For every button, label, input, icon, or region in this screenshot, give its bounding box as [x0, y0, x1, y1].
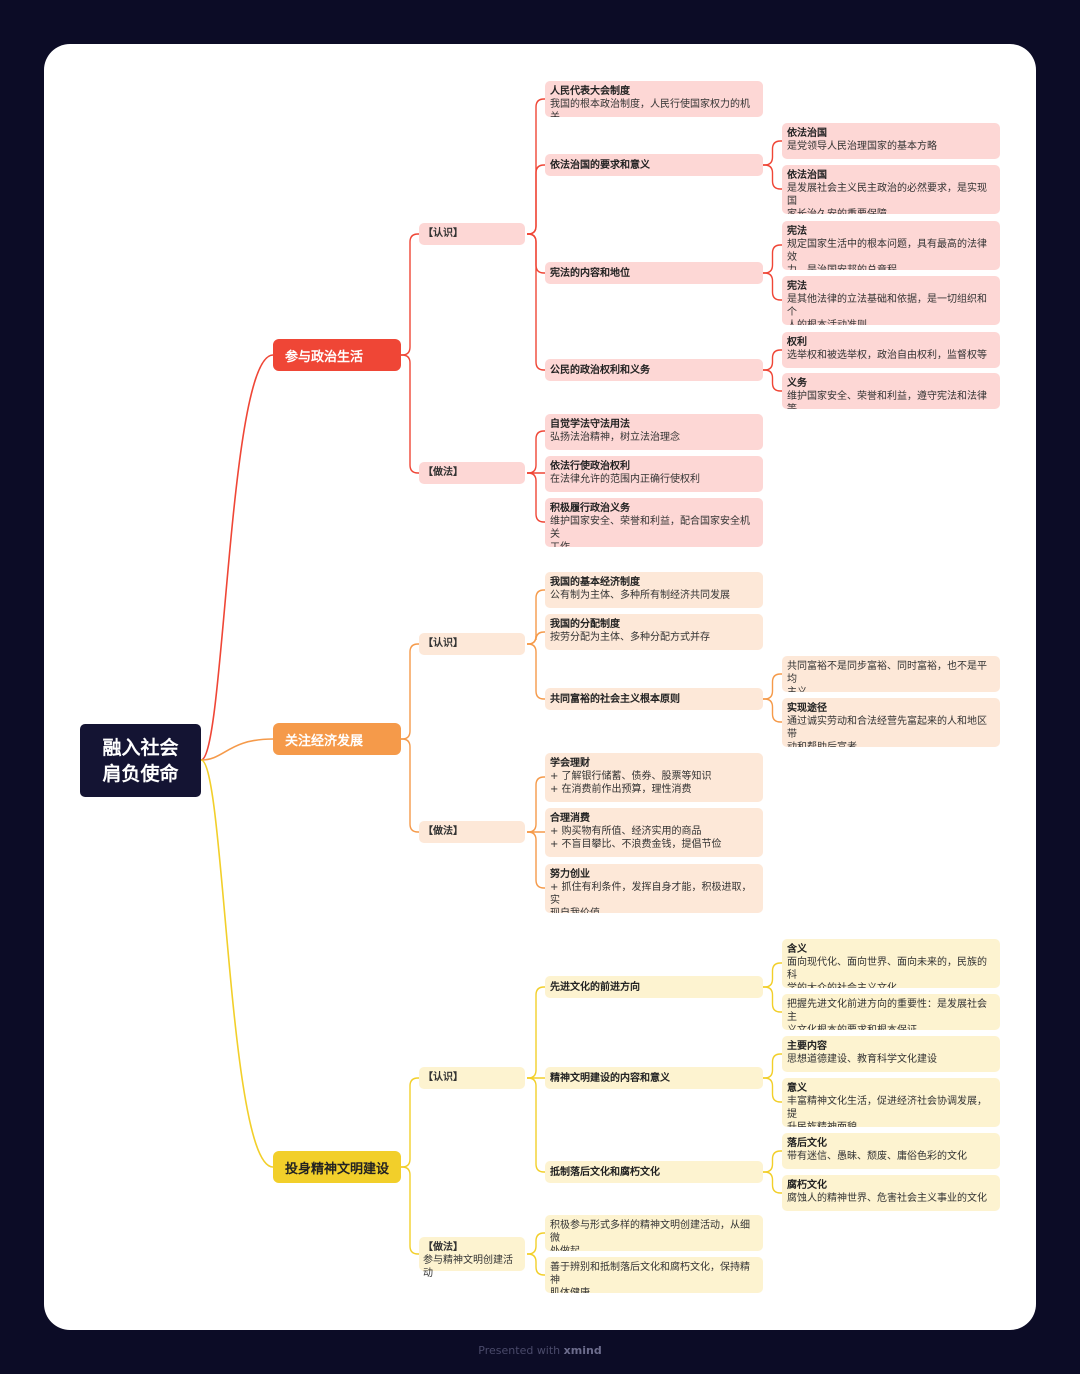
topic-node[interactable]: 依法治国的要求和意义: [545, 154, 763, 176]
root-topic[interactable]: 融入社会 肩负使命: [80, 724, 201, 797]
branch-culture[interactable]: 投身精神文明建设: [273, 1151, 401, 1183]
topic-node[interactable]: 自觉学法守法用法弘扬法治精神，树立法治理念: [545, 414, 763, 450]
topic-node[interactable]: 先进文化的前进方向: [545, 976, 763, 998]
topic-node[interactable]: 积极参与形式多样的精神文明创建活动，从细微 处做起: [545, 1215, 763, 1251]
leaf-node[interactable]: 共同富裕不是同步富裕、同时富裕，也不是平均 主义: [782, 656, 1000, 692]
group-sublabel: 参与精神文明创建活动: [423, 1255, 513, 1279]
group-understanding[interactable]: 【认识】: [419, 223, 525, 245]
leaf-node[interactable]: 依法治国是党领导人民治理国家的基本方略: [782, 123, 1000, 159]
topic-node[interactable]: 精神文明建设的内容和意义: [545, 1067, 763, 1089]
topic-node[interactable]: 抵制落后文化和腐朽文化: [545, 1161, 763, 1183]
footer: Presented with xmind: [0, 1344, 1080, 1357]
topic-node[interactable]: 我国的基本经济制度公有制为主体、多种所有制经济共同发展: [545, 572, 763, 608]
topic-node[interactable]: 善于辨别和抵制落后文化和腐朽文化，保持精神 肌体健康: [545, 1257, 763, 1293]
topic-node[interactable]: 宪法的内容和地位: [545, 262, 763, 284]
topic-node[interactable]: 公民的政治权利和义务: [545, 359, 763, 381]
leaf-node[interactable]: 腐朽文化腐蚀人的精神世界、危害社会主义事业的文化: [782, 1175, 1000, 1211]
leaf-node[interactable]: 主要内容思想道德建设、教育科学文化建设: [782, 1036, 1000, 1072]
topic-node[interactable]: 学会理财+ 了解银行储蓄、债券、股票等知识 + 在消费前作出预算，理性消费: [545, 753, 763, 802]
branch-economy[interactable]: 关注经济发展: [273, 723, 401, 755]
group-practice[interactable]: 【做法】 参与精神文明创建活动: [419, 1237, 525, 1279]
branch-politics[interactable]: 参与政治生活: [273, 339, 401, 371]
topic-node[interactable]: 努力创业+ 抓住有利条件，发挥自身才能，积极进取，实 现自我价值: [545, 864, 763, 913]
footer-text: Presented with: [478, 1344, 564, 1357]
topic-node[interactable]: 依法行使政治权利在法律允许的范围内正确行使权利: [545, 456, 763, 492]
leaf-node[interactable]: 把握先进文化前进方向的重要性：是发展社会主 义文化根本的要求和根本保证: [782, 994, 1000, 1030]
topic-node[interactable]: 我国的分配制度按劳分配为主体、多种分配方式并存: [545, 614, 763, 650]
group-understanding[interactable]: 【认识】: [419, 633, 525, 655]
group-understanding[interactable]: 【认识】: [419, 1067, 525, 1089]
group-practice[interactable]: 【做法】: [419, 462, 525, 484]
xmind-brand: xmind: [563, 1344, 602, 1357]
group-label: 【做法】: [423, 1242, 463, 1253]
leaf-node[interactable]: 权利选举权和被选举权，政治自由权利，监督权等: [782, 332, 1000, 368]
leaf-node[interactable]: 落后文化带有迷信、愚昧、颓废、庸俗色彩的文化: [782, 1133, 1000, 1169]
topic-node[interactable]: 合理消费+ 购买物有所值、经济实用的商品 + 不盲目攀比、不浪费金钱，提倡节俭: [545, 808, 763, 857]
group-practice[interactable]: 【做法】: [419, 821, 525, 843]
topic-node[interactable]: 共同富裕的社会主义根本原则: [545, 688, 763, 710]
